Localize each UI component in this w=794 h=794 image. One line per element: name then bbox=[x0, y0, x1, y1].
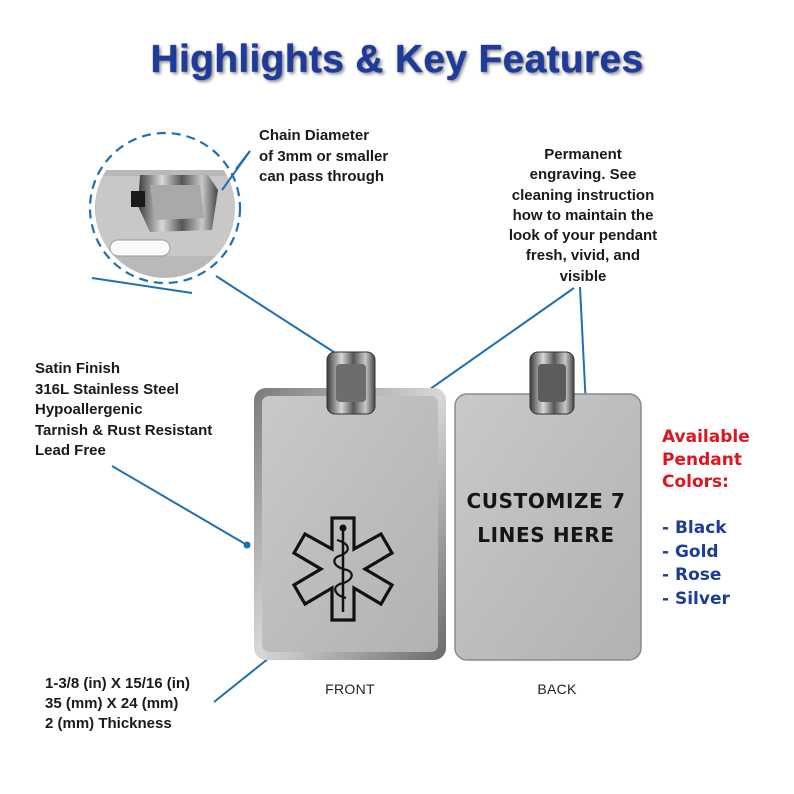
available-colors-heading: Available Pendant Colors: bbox=[662, 426, 782, 494]
note-line: Permanent bbox=[544, 146, 622, 163]
heading-line: Pendant bbox=[662, 449, 742, 470]
note-line: 1-3/8 (in) X 15/16 (in) bbox=[45, 675, 191, 692]
note-line: Hypoallergenic bbox=[35, 401, 143, 418]
page-title: Highlights & Key Features bbox=[150, 38, 644, 81]
note-line: 316L Stainless Steel bbox=[35, 380, 179, 398]
note-line: look of your pendant bbox=[508, 227, 658, 245]
front-pendant bbox=[254, 351, 446, 660]
note-line: engraving. See bbox=[529, 166, 637, 184]
back-engraving-text: CUSTOMIZE 7 LINES HERE bbox=[456, 484, 636, 552]
medical-star-of-life-icon bbox=[291, 516, 395, 622]
note-line: of 3mm or smaller bbox=[259, 147, 389, 165]
engraving-note: Permanent engraving. See cleaning instru… bbox=[490, 145, 676, 287]
note-line: how to maintain the bbox=[512, 206, 654, 224]
note-line: can pass through bbox=[259, 168, 385, 185]
back-pendant bbox=[454, 351, 642, 661]
engraving-line: LINES HERE bbox=[477, 523, 615, 547]
note-line: Satin Finish bbox=[35, 360, 121, 377]
heading-line: Colors: bbox=[662, 472, 729, 492]
color-option-black: - Black bbox=[662, 518, 727, 538]
note-line: 2 (mm) Thickness bbox=[45, 715, 172, 732]
color-option-rose: - Rose bbox=[662, 565, 722, 585]
back-label: BACK bbox=[537, 681, 577, 697]
bail-zoom-inset bbox=[88, 131, 242, 285]
dimensions-note: 1-3/8 (in) X 15/16 (in) 35 (mm) X 24 (mm… bbox=[45, 674, 265, 734]
note-line: cleaning instruction bbox=[511, 186, 655, 204]
color-option-gold: - Gold bbox=[662, 541, 719, 562]
material-finish-note: Satin Finish 316L Stainless Steel Hypoal… bbox=[35, 359, 250, 462]
note-line: Tarnish & Rust Resistant bbox=[35, 421, 213, 439]
color-options-list: - Black - Gold - Rose - Silver bbox=[662, 517, 782, 611]
note-line: fresh, vivid, and bbox=[525, 247, 641, 265]
front-label: FRONT bbox=[325, 681, 375, 697]
note-line: Chain Diameter bbox=[259, 127, 370, 144]
color-option-silver: - Silver bbox=[662, 588, 730, 609]
note-line: 35 (mm) X 24 (mm) bbox=[45, 695, 179, 712]
note-line: visible bbox=[559, 267, 607, 285]
engraving-line: CUSTOMIZE 7 bbox=[466, 489, 626, 513]
note-line: Lead Free bbox=[35, 442, 106, 459]
chain-diameter-note: Chain Diameter of 3mm or smaller can pas… bbox=[259, 126, 459, 188]
heading-line: Available bbox=[662, 427, 750, 447]
